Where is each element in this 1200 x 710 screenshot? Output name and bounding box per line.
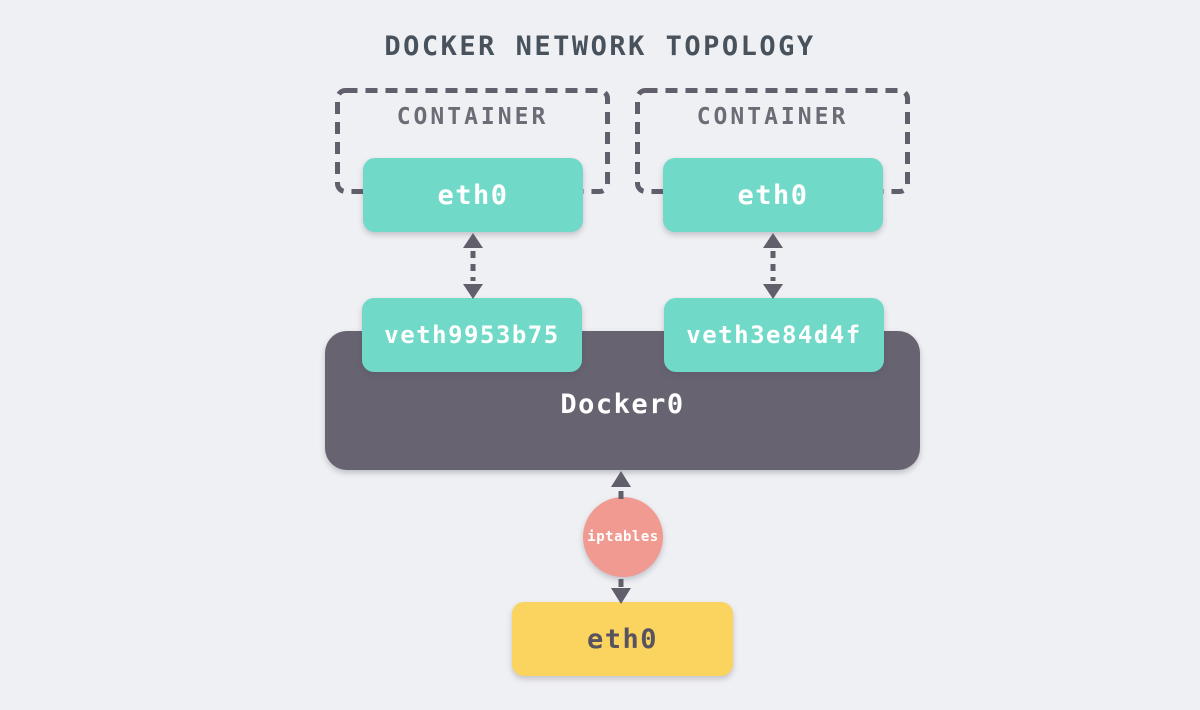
veth-node-2: veth3e84d4f <box>664 298 884 372</box>
bridge-label: Docker0 <box>560 389 685 420</box>
container-label: CONTAINER <box>696 104 849 130</box>
veth-node-1: veth9953b75 <box>362 298 582 372</box>
host-eth0-label: eth0 <box>586 623 659 655</box>
container-label: CONTAINER <box>396 104 549 130</box>
iptables-label: iptables <box>587 529 659 545</box>
iptables-node: iptables <box>583 497 663 577</box>
veth-link-arrow-1 <box>463 233 483 299</box>
container-eth0-node-2: eth0 <box>663 158 883 232</box>
veth-label: veth3e84d4f <box>686 321 862 349</box>
host-link-arrow <box>611 579 631 604</box>
bridge-uplink-arrow <box>611 471 631 499</box>
diagram-title: DOCKER NETWORK TOPOLOGY <box>384 31 816 62</box>
veth-link-arrow-2 <box>763 233 783 299</box>
container-eth0-label: eth0 <box>437 179 509 211</box>
container-eth0-node-1: eth0 <box>363 158 583 232</box>
container-eth0-label: eth0 <box>737 179 809 211</box>
host-eth0-node: eth0 <box>512 602 733 676</box>
veth-label: veth9953b75 <box>384 321 560 349</box>
